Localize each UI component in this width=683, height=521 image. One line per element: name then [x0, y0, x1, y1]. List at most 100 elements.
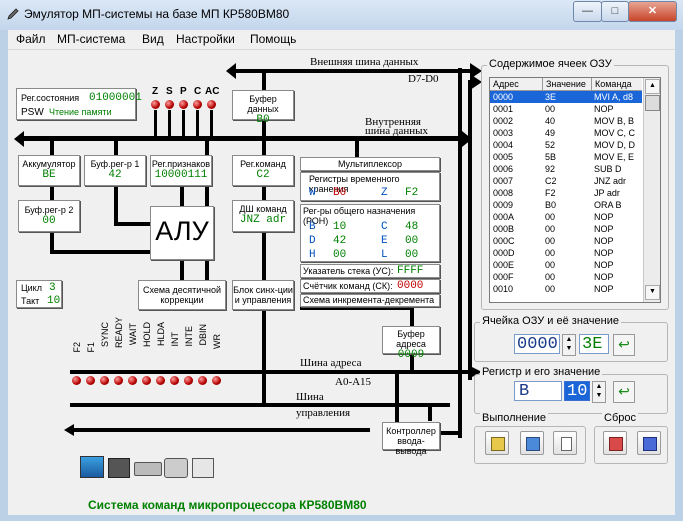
- io-ctrl-link: [428, 407, 432, 421]
- buf1-link: [114, 141, 118, 155]
- flag-p-label: P: [180, 86, 187, 97]
- header-address[interactable]: Адрес: [493, 79, 519, 89]
- register-value-input[interactable]: [564, 381, 590, 401]
- memory-cell-address: 0001: [493, 104, 514, 114]
- reset-memory-button[interactable]: [603, 431, 627, 455]
- memory-cell-command: NOP: [594, 284, 614, 294]
- close-button[interactable]: ✕: [628, 1, 677, 22]
- run-program-button[interactable]: [485, 431, 509, 455]
- header-value[interactable]: Значение: [542, 78, 596, 90]
- register-value-spinner[interactable]: ▲▼: [592, 381, 606, 403]
- io-label-1: Контроллер: [386, 426, 436, 436]
- tact-value: 10: [47, 295, 61, 307]
- ext-bus-label: Внешняя шина данных: [310, 56, 419, 68]
- memory-cell-command: NOP: [594, 104, 614, 114]
- memory-scrollbar[interactable]: ▲ ▼: [643, 78, 660, 302]
- drive-icon[interactable]: [134, 462, 162, 476]
- memory-cell-address: 0005: [493, 152, 514, 162]
- flags-alu-link: [180, 186, 184, 206]
- apply-register-icon[interactable]: ↩: [613, 381, 635, 403]
- bus-arrow-icon: [462, 131, 472, 147]
- register-select[interactable]: [514, 381, 562, 401]
- io-addr-link: [395, 374, 399, 422]
- disk-icon[interactable]: [164, 458, 188, 478]
- reg-l-name: L: [381, 249, 388, 261]
- maximize-button[interactable]: □: [601, 1, 629, 22]
- reset-registers-button[interactable]: [637, 431, 661, 455]
- minimize-button[interactable]: —: [573, 1, 602, 22]
- step-tact-button[interactable]: [553, 431, 577, 455]
- reset-group: [594, 426, 668, 464]
- header-command[interactable]: Команда: [591, 78, 646, 90]
- floppy-icon[interactable]: [108, 458, 130, 478]
- memory-cell-address: 0009: [493, 200, 514, 210]
- data-buffer-link: [262, 70, 266, 92]
- sync-label-1: Блок синх-ции: [233, 285, 293, 295]
- apply-cell-icon[interactable]: ↩: [613, 334, 635, 356]
- step-command-button[interactable]: [520, 431, 544, 455]
- menu-view[interactable]: Вид: [142, 32, 164, 46]
- flag-register: Рег.признаков 10000111: [150, 155, 212, 186]
- monitor-icon[interactable]: [80, 456, 104, 478]
- scroll-up-icon[interactable]: ▲: [645, 79, 660, 94]
- internal-data-bus: [20, 136, 468, 141]
- cell-address-spinner[interactable]: ▲▼: [562, 334, 576, 356]
- acc-link: [50, 141, 54, 155]
- memory-cell-value: 00: [545, 236, 556, 246]
- status-reg-label: Рег.состояния: [21, 93, 80, 103]
- menu-file[interactable]: Файл: [16, 32, 46, 46]
- memory-cell-value: B0: [545, 200, 557, 210]
- flag-s-wire: [168, 110, 171, 136]
- decoder-value: JNZ adr: [239, 214, 287, 226]
- memory-group-title: Содержимое ячеек ОЗУ: [487, 58, 614, 70]
- menu-mp-system[interactable]: МП-система: [57, 32, 126, 46]
- memory-cell-command: NOP: [594, 212, 614, 222]
- signal-sync-label: SYNC: [100, 322, 110, 348]
- io-bus: [70, 428, 370, 432]
- signal-inte-label: INTE: [184, 326, 194, 347]
- address-buffer: Буфер адреса 0009: [382, 326, 440, 361]
- cmd-dec-link: [262, 186, 266, 200]
- scroll-thumb[interactable]: [645, 95, 660, 111]
- reg-e-value: 00: [405, 235, 419, 247]
- printer-icon[interactable]: [192, 458, 214, 478]
- reg-b-name: B: [309, 221, 316, 233]
- flag-ac-label: AC: [205, 86, 220, 97]
- signal-f2-led: [72, 376, 81, 385]
- memory-cell-value: 40: [545, 116, 556, 126]
- menu-settings[interactable]: Настройки: [176, 32, 235, 46]
- memory-cell-command: SUB D: [594, 164, 622, 174]
- io-right-link: [440, 431, 462, 435]
- cell-address-input[interactable]: [514, 334, 560, 354]
- io-label-2: ввода-вывода: [395, 436, 427, 456]
- memory-cell-value: 00: [545, 248, 556, 258]
- temp-registers: Регистры временного хранения W B0 Z F2: [300, 172, 440, 201]
- cmd-reg-label: Рег.команд: [240, 159, 286, 169]
- memory-cell-command: NOP: [594, 260, 614, 270]
- reg-c-name: C: [381, 221, 388, 233]
- app-pencil-icon: [7, 8, 19, 20]
- signal-hlda-led: [156, 376, 165, 385]
- reg-w-value: B0: [333, 187, 347, 199]
- cell-value-input[interactable]: [579, 334, 609, 354]
- scroll-down-icon[interactable]: ▼: [645, 285, 660, 300]
- menu-help[interactable]: Помощь: [250, 32, 297, 46]
